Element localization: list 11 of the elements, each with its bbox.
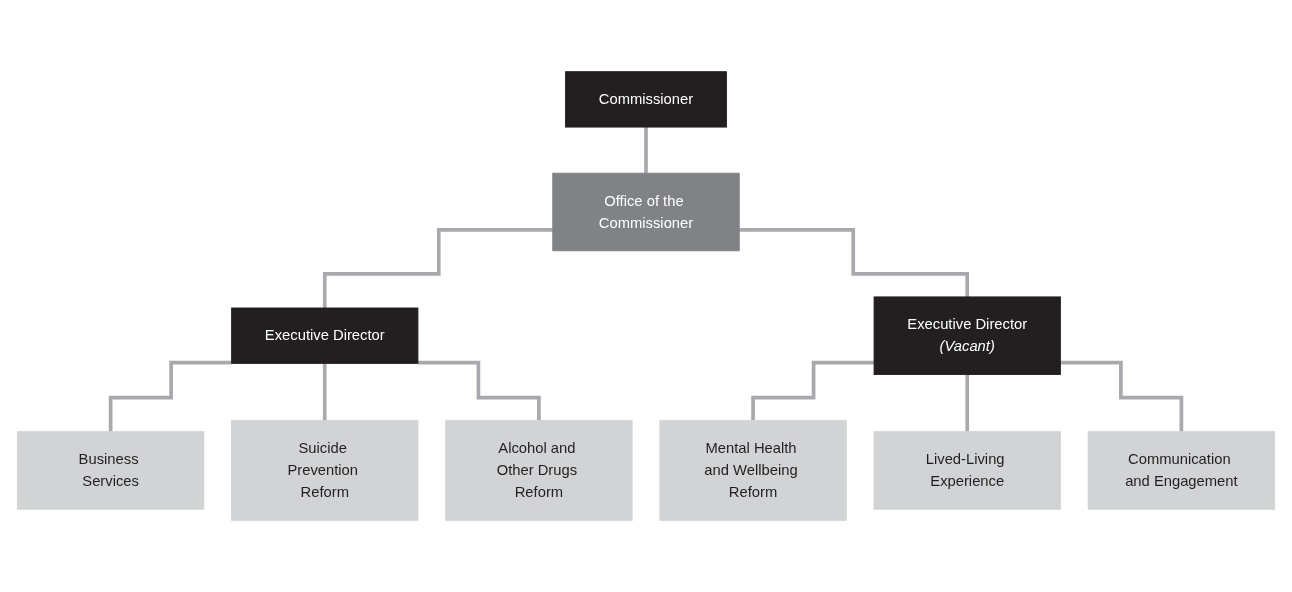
node-box: Business Services (16, 431, 205, 510)
node-box: Mental Health and Wellbeing Reform (659, 420, 847, 521)
node-box: Office of the Commissioner (552, 172, 740, 252)
connector (322, 228, 553, 310)
node-box: Executive Director (231, 307, 419, 364)
node-box: Commissioner (565, 71, 727, 128)
node-box: Suicide Prevention Reform (231, 420, 419, 521)
node-box: Alcohol and Other Drugs Reform (445, 420, 633, 521)
node-box: Executive Director (Vacant) (873, 296, 1061, 375)
node-box: Communication and Engagement (1087, 431, 1276, 510)
node-box: Lived-Living Experience (873, 431, 1061, 510)
